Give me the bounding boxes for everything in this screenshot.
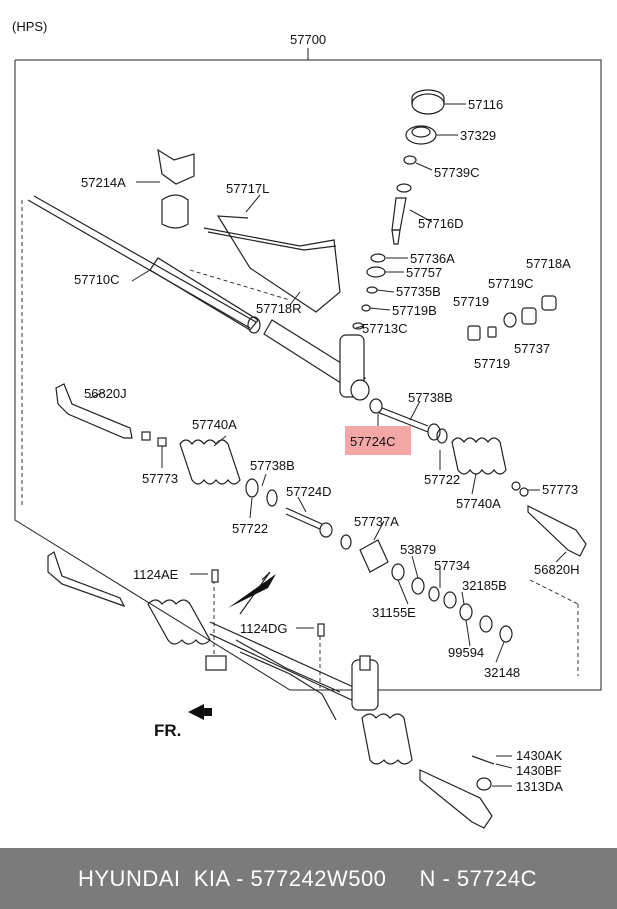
part-label: 57716D — [418, 216, 464, 231]
part-label: 57719 — [474, 356, 510, 371]
part-label: 57736A — [410, 251, 455, 266]
part-label: 1430AK — [516, 748, 563, 763]
front-arrow-icon — [188, 704, 212, 720]
part-label: 57735B — [396, 284, 441, 299]
part-label: 57116 — [468, 97, 503, 112]
highlight-part-number: 57724C — [350, 434, 396, 449]
part-label: 31155E — [372, 605, 416, 620]
part-label: 57719B — [392, 303, 437, 318]
pinion-stack — [352, 89, 445, 330]
part-label: 37329 — [460, 128, 496, 143]
part-label: 57722 — [232, 521, 268, 536]
part-label: 57724D — [286, 484, 332, 499]
part-label: 1124DG — [240, 621, 287, 636]
bolt-1124ae — [211, 569, 219, 583]
part-label: 57718A — [526, 256, 571, 271]
part-label: 57713C — [362, 321, 408, 336]
part-label: 57740A — [192, 417, 237, 432]
bushing-stack — [340, 534, 513, 643]
part-label: 57739C — [434, 165, 480, 180]
system-label: (HPS) — [12, 19, 47, 34]
part-label: 56820H — [534, 562, 580, 577]
tie-rod-nut — [471, 755, 495, 791]
part-label: 1430BF — [516, 763, 562, 778]
part-label: 57214A — [81, 175, 126, 190]
bolt-1124dg — [317, 623, 325, 637]
assembly-frame — [14, 59, 602, 691]
part-label: 1313DA — [516, 779, 563, 794]
part-label: 57710C — [74, 272, 120, 287]
part-label: 57757 — [406, 265, 442, 280]
part-label: 57717L — [226, 181, 269, 196]
part-label: 57737 — [514, 341, 550, 356]
footer-bar: HYUNDAI KIA - 577242W500 N - 57724C — [0, 848, 617, 909]
valve-parts — [467, 295, 557, 341]
part-label: 57738B — [250, 458, 295, 473]
assembly-number: 57700 — [290, 32, 326, 47]
part-label: 32185B — [462, 578, 507, 593]
footer-text: HYUNDAI KIA - 577242W500 N - 57724C — [78, 865, 537, 891]
part-label: 53879 — [400, 542, 436, 557]
rack-housing — [27, 148, 370, 401]
highlight-box — [345, 426, 411, 455]
front-label: FR. — [154, 721, 181, 740]
part-label: 57722 — [424, 472, 460, 487]
assembled-rack — [47, 551, 493, 829]
part-label: 32148 — [484, 665, 520, 680]
part-label: 57734 — [434, 558, 470, 573]
part-label: 56820J — [84, 386, 127, 401]
part-label: 57737A — [354, 514, 399, 529]
part-label: 1124AE — [133, 567, 179, 582]
part-label: 57719 — [453, 294, 489, 309]
part-label: 57773 — [142, 471, 178, 486]
part-label: 57718R — [256, 301, 302, 316]
part-label: 99594 — [448, 645, 484, 660]
parts-diagram: (HPS) 57700 — [12, 19, 602, 829]
inner-tie-rod-57724c — [369, 398, 429, 433]
part-label: 57719C — [488, 276, 534, 291]
part-label: 57773 — [542, 482, 578, 497]
part-label: 57740A — [456, 496, 501, 511]
left-boot — [55, 383, 333, 538]
right-boot — [427, 423, 587, 557]
part-label: 57738B — [408, 390, 453, 405]
